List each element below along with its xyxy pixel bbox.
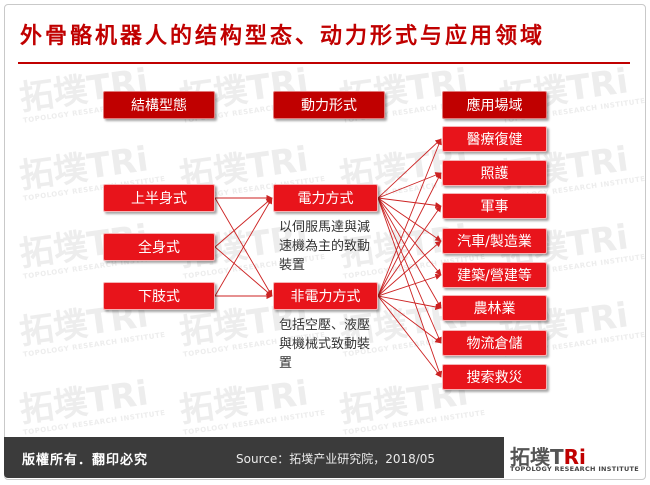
connector-power-0-app-6 xyxy=(377,197,442,344)
app-care: 照護 xyxy=(442,160,547,186)
connector-power-0-app-7 xyxy=(377,197,443,378)
connector-power-0-app-5 xyxy=(377,197,442,309)
app-military: 軍事 xyxy=(442,193,547,219)
app-medical-rehab: 醫療復健 xyxy=(442,126,547,152)
title-underline xyxy=(18,62,630,64)
connector-power-0-app-1 xyxy=(377,172,442,199)
app-agriculture-forestry: 農林業 xyxy=(442,295,547,321)
app-auto-manufacturing: 汽車/製造業 xyxy=(442,228,547,254)
app-logistics-warehouse: 物流倉儲 xyxy=(442,330,547,356)
connector-structure-1-power-0 xyxy=(214,197,273,248)
power-electric: 電力方式 xyxy=(273,184,378,212)
connector-power-0-app-4 xyxy=(377,197,442,276)
connector-power-0-app-3 xyxy=(377,197,442,242)
slide-title: 外骨骼机器人的结构型态、动力形式与应用领域 xyxy=(20,23,546,49)
header-power: 動力形式 xyxy=(273,91,385,119)
power-non-electric: 非電力方式 xyxy=(273,282,378,310)
structure-full-body: 全身式 xyxy=(103,233,215,261)
footer-source: Source：拓墣产业研究院，2018/05 xyxy=(236,452,436,466)
connector-structure-2-power-0 xyxy=(214,197,273,297)
connector-power-1-app-3 xyxy=(377,240,442,297)
connector-power-1-app-5 xyxy=(377,295,442,311)
tri-logo-subtitle: TOPOLOGY RESEARCH INSTITUTE xyxy=(510,465,640,473)
tri-logo-text: 拓墣TRi xyxy=(510,445,586,469)
footer-rights: 版權所有．翻印必究 xyxy=(22,453,149,468)
header-application: 應用場域 xyxy=(442,91,547,119)
connector-power-1-app-6 xyxy=(377,295,442,344)
connector-power-1-app-1 xyxy=(377,172,442,297)
connector-power-0-app-0 xyxy=(377,138,442,199)
connector-power-1-app-2 xyxy=(377,205,442,297)
header-structure: 結構型態 xyxy=(103,91,215,119)
power-electric-note: 以伺服馬達與減速機為主的致動裝置 xyxy=(279,220,371,273)
connector-power-0-app-2 xyxy=(377,197,442,209)
connector-power-1-app-7 xyxy=(377,295,442,378)
app-search-rescue: 搜索救災 xyxy=(442,364,547,390)
connector-power-1-app-4 xyxy=(377,273,442,297)
footer-bar: 版權所有．翻印必究 Source：拓墣产业研究院，2018/05 xyxy=(4,437,504,478)
connector-power-1-app-0 xyxy=(377,138,442,297)
power-non-electric-note: 包括空壓、液壓與機械式致動裝置 xyxy=(279,318,371,371)
connector-structure-1-power-1 xyxy=(214,246,273,297)
tri-logo: 拓墣TRi TOPOLOGY RESEARCH INSTITUTE xyxy=(510,441,640,475)
structure-lower-limb: 下肢式 xyxy=(103,282,215,310)
app-construction: 建築/營建等 xyxy=(442,262,547,288)
structure-upper-body: 上半身式 xyxy=(103,184,215,212)
